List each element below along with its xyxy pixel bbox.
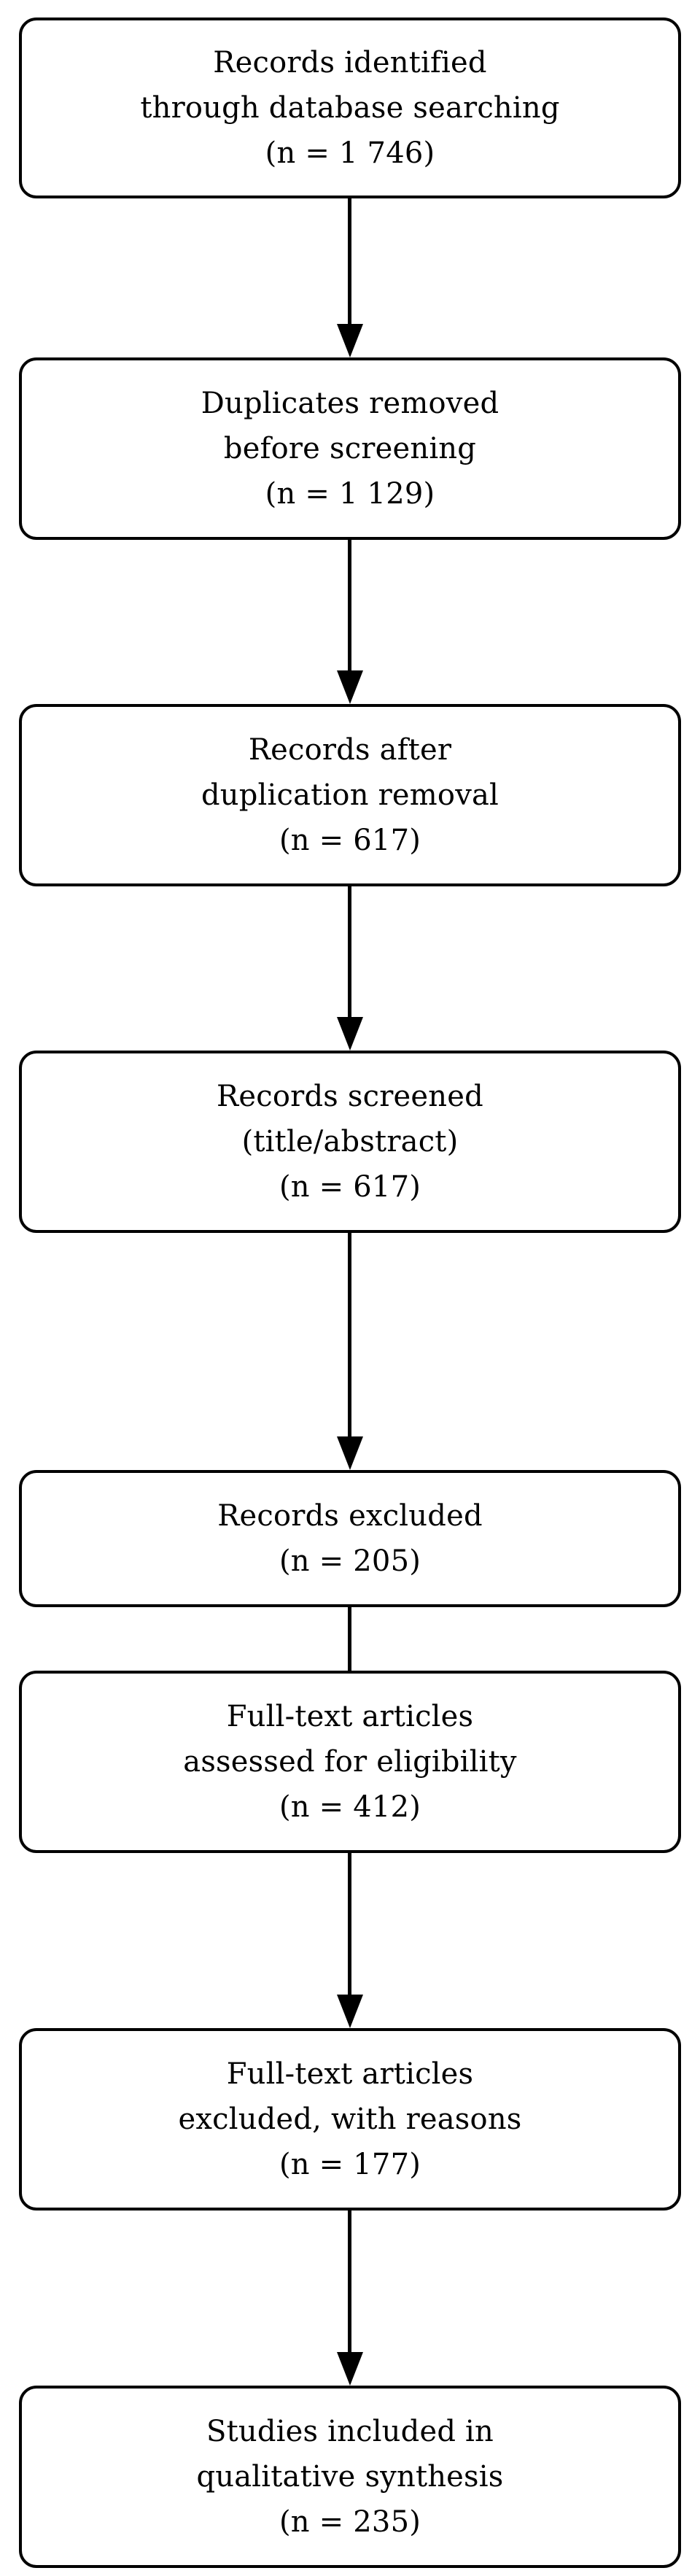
node-line: Full-text articles [226, 2057, 474, 2091]
node-count-line: (n = 412) [279, 1790, 421, 1824]
arrow-head-icon [337, 324, 363, 357]
node-duplicates-removed: Duplicates removed before screening (n =… [19, 357, 681, 540]
node-line: Records screened [217, 1080, 483, 1113]
arrow-full-text-excluded-to-studies-included [0, 2211, 700, 2386]
node-line: qualitative synthesis [196, 2460, 504, 2494]
node-line: Duplicates removed [201, 387, 499, 420]
node-records-identified: Records identified through database sear… [19, 18, 681, 198]
arrow-stem [348, 886, 351, 1017]
arrow-full-text-assessed-to-full-text-excluded [0, 1853, 700, 2028]
node-line: through database searching [140, 91, 560, 125]
arrow-stem [348, 540, 351, 670]
arrow-records-screened-to-records-excluded [0, 1233, 700, 1470]
arrow-stem [348, 2211, 351, 2352]
node-count-line: (n = 617) [279, 1170, 421, 1204]
arrow-stem [348, 198, 351, 324]
arrow-stem [348, 1233, 351, 1436]
node-line: excluded, with reasons [178, 2103, 522, 2136]
arrow-head-icon [337, 1017, 363, 1051]
node-line: duplication removal [201, 778, 499, 812]
arrow-records-after-duplication-removal-to-records-screened [0, 886, 700, 1051]
node-line: Full-text articles [226, 1700, 474, 1733]
arrow-stem [348, 1853, 351, 1995]
node-full-text-assessed: Full-text articles assessed for eligibil… [19, 1671, 681, 1853]
arrow-head-icon [337, 670, 363, 704]
node-line: Records excluded [217, 1499, 483, 1533]
node-studies-included: Studies included in qualitative synthesi… [19, 2386, 681, 2568]
arrow-head-icon [337, 2352, 363, 2386]
node-count-line: (n = 1 746) [265, 136, 435, 170]
node-count-line: (n = 177) [279, 2148, 421, 2181]
node-line: Records identified [213, 46, 487, 80]
node-line: Records after [248, 733, 452, 767]
node-line: Studies included in [206, 2415, 494, 2448]
node-line: before screening [223, 432, 477, 465]
node-count-line: (n = 235) [279, 2505, 421, 2539]
node-records-screened: Records screened (title/abstract) (n = 6… [19, 1051, 681, 1233]
arrow-head-icon [337, 1436, 363, 1470]
node-line: assessed for eligibility [183, 1745, 517, 1779]
node-records-after-duplication-removal: Records after duplication removal (n = 6… [19, 704, 681, 886]
node-count-line: (n = 617) [279, 824, 421, 857]
arrow-records-identified-to-duplicates-removed [0, 198, 700, 357]
node-count-line: (n = 205) [279, 1544, 421, 1578]
node-full-text-excluded: Full-text articles excluded, with reason… [19, 2028, 681, 2211]
node-line: (title/abstract) [241, 1125, 459, 1159]
arrow-duplicates-removed-to-records-after-duplication-removal [0, 540, 700, 704]
arrow-head-icon [337, 1995, 363, 2028]
node-count-line: (n = 1 129) [265, 477, 435, 511]
node-records-excluded: Records excluded (n = 205) [19, 1470, 681, 1607]
